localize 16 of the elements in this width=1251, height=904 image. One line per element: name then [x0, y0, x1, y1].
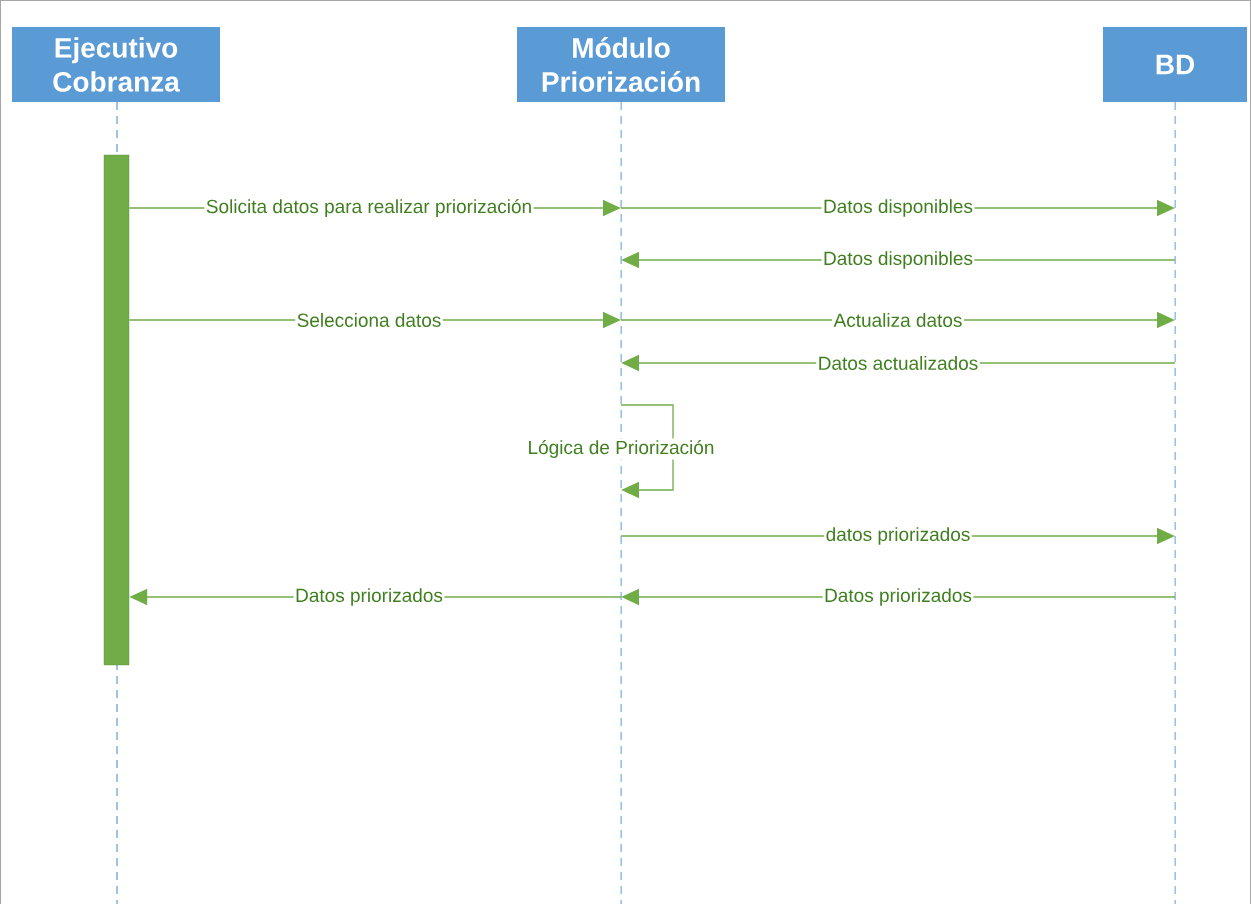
- edge-label: Datos disponibles: [821, 249, 975, 271]
- edge-label: Datos priorizados: [822, 586, 974, 608]
- edge-label: Datos disponibles: [821, 197, 975, 219]
- lifeline: [1174, 102, 1176, 904]
- edge-label: Selecciona datos: [295, 311, 443, 329]
- edge-label: Solicita datos para realizar priorización: [204, 197, 534, 219]
- participant-box: Módulo Priorización: [517, 27, 725, 102]
- edge-label: Actualiza datos: [832, 311, 964, 329]
- self-message-arrow: [620, 404, 674, 499]
- participant-box: BD: [1103, 27, 1247, 102]
- edge-label: Datos actualizados: [816, 354, 980, 372]
- participant-box: Ejecutivo Cobranza: [12, 27, 220, 102]
- edge-label: datos priorizados: [824, 525, 972, 547]
- edge-label: Lógica de Priorización: [526, 438, 716, 460]
- lifeline: [620, 102, 622, 904]
- edge-label: Datos priorizados: [293, 586, 445, 608]
